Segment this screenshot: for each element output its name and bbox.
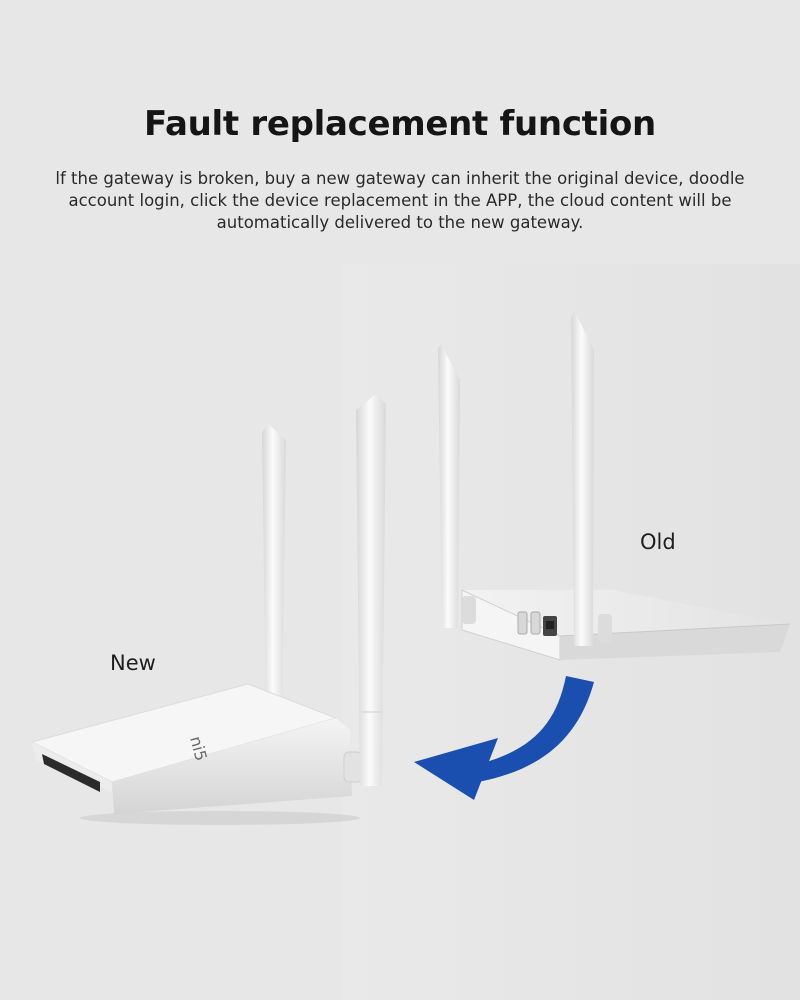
page-description: lf the gateway is broken, buy a new gate…	[55, 169, 745, 232]
new-router-antenna-left	[262, 424, 286, 720]
new-device-label: New	[110, 651, 156, 675]
usb-port-icon	[530, 611, 541, 635]
usb-port-icon	[517, 611, 528, 635]
page-title: Fault replacement function	[144, 104, 656, 144]
old-router-antenna-left	[438, 344, 460, 628]
old-router	[438, 312, 791, 661]
old-device-label: Old	[640, 530, 676, 554]
replacement-arrow-icon	[414, 676, 594, 800]
new-router: ni5	[30, 394, 386, 825]
old-router-antenna-right	[571, 312, 594, 646]
new-router-antenna-right	[356, 394, 386, 786]
product-scene: ni5 New Old	[0, 264, 800, 1000]
product-illustration: ni5	[30, 264, 800, 1000]
